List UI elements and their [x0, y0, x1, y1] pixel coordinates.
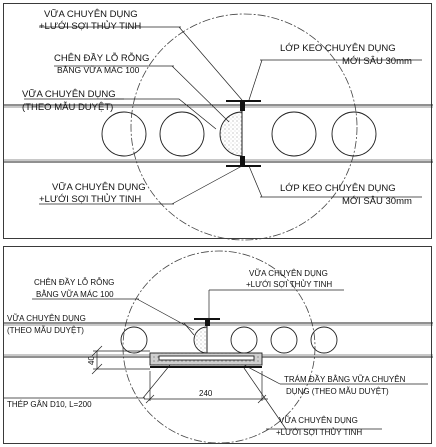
- hollow-core: [230, 326, 258, 354]
- hollow-core: [271, 111, 317, 157]
- top-labels: VỮA CHUYÊN DỤNG +LƯỚI SỢI THỦY TINH CHÊN…: [22, 9, 412, 207]
- label-mortar-mesh-bottom-1: VỮA CHUYÊN DỤNG: [279, 416, 358, 425]
- label-fill-2: BẰNG VỮA MÁC 100: [57, 65, 140, 75]
- label-fill-1: CHÊN ĐẦY LỖ RỖNG: [54, 52, 149, 64]
- mortar-joint-top: [205, 318, 210, 326]
- label-mortar-mesh-top-1: VỮA CHUYÊN DỤNG: [44, 9, 138, 20]
- label-fill-1: CHÊN ĐẦY LỖ RỖNG: [34, 277, 114, 287]
- label-mortar-approved-1: VỮA CHUYÊN DỤNG: [22, 89, 116, 100]
- detail-circle: [130, 13, 358, 241]
- bottom-detail-panel: VỮA CHUYÊN DỤNG +LƯỚI SỢI THỦY TINH CHÊN…: [3, 246, 433, 444]
- label-mortar-approved-2: (THEO MẪU DUYỆT): [7, 326, 84, 335]
- label-glue-top-1: LỚP KEO CHUYÊN DỤNG: [280, 43, 396, 54]
- label-mortar-approved-1: VỮA CHUYÊN DỤNG: [7, 314, 86, 323]
- bottom-detail-drawing: VỮA CHUYÊN DỤNG +LƯỚI SỢI THỦY TINH CHÊN…: [4, 250, 433, 444]
- label-mortar-approved-2: (THEO MẪU DUYỆT): [22, 101, 113, 113]
- label-underlines: [24, 26, 422, 205]
- rebar-d10: [158, 355, 255, 361]
- label-rebar: THÉP GÂN D10, L=200: [7, 400, 92, 409]
- hollow-core: [159, 111, 205, 157]
- filled-core: [219, 111, 243, 157]
- bottom-labels: VỮA CHUYÊN DỤNG +LƯỚI SỢI THỦY TINH CHÊN…: [7, 269, 406, 437]
- label-mortar-mesh-top-1: VỮA CHUYÊN DỤNG: [249, 269, 328, 278]
- label-mortar-mesh-bottom-1: VỮA CHUYÊN DỤNG: [52, 182, 146, 193]
- top-detail-drawing: VỮA CHUYÊN DỤNG +LƯỚI SỢI THỦY TINH CHÊN…: [4, 9, 433, 241]
- hollow-core: [120, 326, 148, 354]
- label-patch-1: TRÁM ĐẦY BẰNG VỮA CHUYÊN: [284, 374, 406, 384]
- label-fill-2: BẰNG VỮA MÁC 100: [36, 290, 114, 299]
- label-dim-width: 240: [199, 389, 213, 398]
- label-glue-bottom-1: LỚP KEO CHUYÊN DỤNG: [280, 183, 396, 194]
- leader-lines: [99, 290, 287, 430]
- label-mortar-mesh-bottom-2: +LƯỚI SỢI THỦY TINH: [276, 428, 362, 437]
- label-mortar-mesh-top-2: +LƯỚI SỢI THỦY TINH: [39, 20, 141, 32]
- label-mortar-mesh-bottom-2: +LƯỚI SỢI THỦY TINH: [39, 193, 141, 205]
- mortar-joint-bottom: [240, 156, 245, 167]
- top-detail-panel: VỮA CHUYÊN DỤNG +LƯỚI SỢI THỦY TINH CHÊN…: [3, 3, 433, 241]
- label-patch-2: DỤNG (THEO MẪU DUYỆT): [286, 387, 389, 396]
- hollow-core: [101, 111, 147, 157]
- hollow-core: [270, 326, 298, 354]
- label-glue-bottom-2: MỚI SÂU 30mm: [342, 196, 412, 207]
- hollow-core: [310, 326, 338, 354]
- leader-lines: [104, 26, 263, 205]
- label-underlines: [4, 289, 428, 430]
- mortar-joint-top: [240, 100, 245, 111]
- hollow-core: [331, 111, 377, 157]
- label-mortar-mesh-top-2: +LƯỚI SỢI THỦY TINH: [246, 280, 332, 289]
- label-glue-top-2: MỚI SÂU 30mm: [342, 56, 412, 67]
- label-dim-height: 40: [87, 356, 96, 365]
- filled-core: [193, 326, 208, 354]
- dimension-lines: [91, 345, 268, 404]
